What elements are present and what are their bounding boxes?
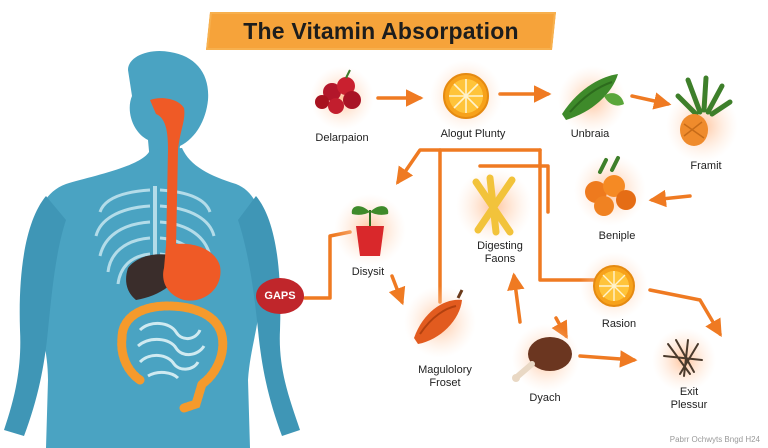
orange-cluster-icon	[574, 154, 646, 226]
label-magulolory-froset: Magulolory Froset	[418, 364, 472, 389]
pea-pod-icon	[558, 66, 626, 134]
berries-icon	[310, 66, 374, 130]
sweet-potato-icon	[404, 286, 476, 358]
roots-icon	[652, 328, 716, 392]
orange-half-icon	[580, 252, 648, 320]
label-unbraia: Unbraia	[570, 128, 610, 140]
page-title: The Vitamin Absorpation	[243, 18, 519, 44]
human-body-figure	[4, 50, 300, 448]
grain-sticks-icon	[456, 168, 532, 244]
pineapple-icon	[666, 75, 738, 162]
sprout-cup-icon	[334, 194, 406, 266]
label-beniple: Beniple	[598, 230, 636, 242]
drumstick-icon	[512, 324, 580, 392]
label-disysit: Disysit	[351, 266, 385, 278]
label-alogut-plunty: Alogut Plunty	[440, 128, 506, 140]
label-framit: Framit	[690, 160, 722, 172]
label-delarpaion: Delarpaion	[315, 132, 369, 144]
label-rasion: Rasion	[601, 318, 637, 330]
label-dyach: Dyach	[529, 392, 561, 404]
flow-arrows	[303, 85, 722, 368]
orange-slice-icon	[430, 60, 502, 132]
label-exit-plessur: Exit Plessur	[670, 386, 708, 411]
label-digesting-faons: Digesting Faons	[477, 240, 523, 265]
gaps-badge	[256, 278, 304, 314]
footer-credit: Pabrr Ochwyts Bngd H24	[669, 435, 760, 444]
gaps-badge-label: GAPS	[264, 290, 296, 302]
